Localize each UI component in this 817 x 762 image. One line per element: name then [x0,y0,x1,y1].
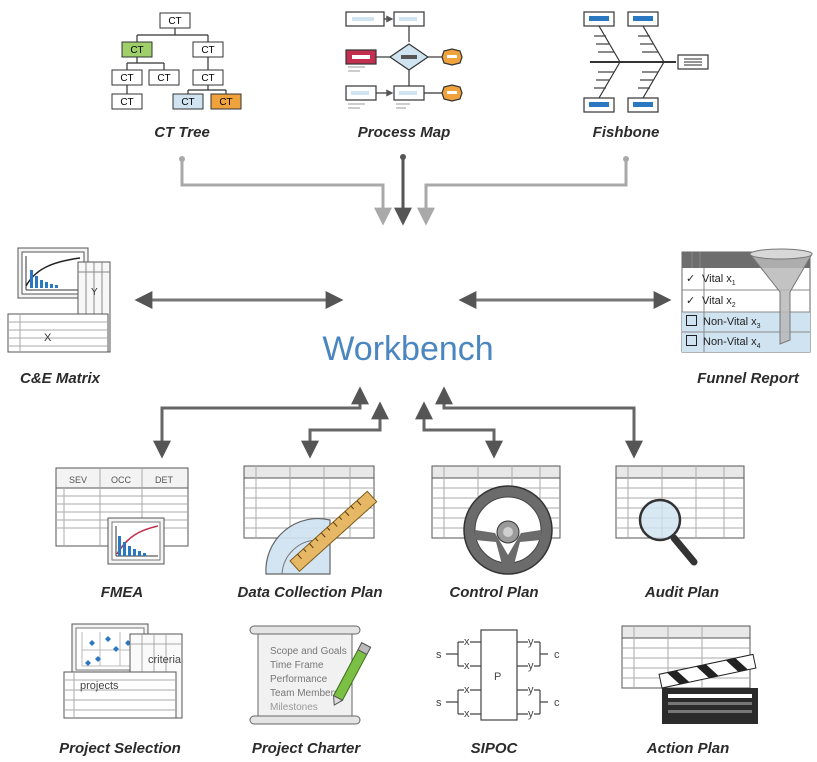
label-fmea[interactable]: FMEA [100,584,144,601]
ce-matrix-icon: Y X [7,247,111,353]
label-ct-tree[interactable]: CT Tree [154,124,210,141]
data-collection-plan-icon [243,465,378,575]
svg-text:Performance: Performance [270,674,328,685]
svg-text:Time Frame: Time Frame [270,660,324,671]
label-process-map[interactable]: Process Map [357,124,451,141]
funnel-row-1: ✓Vital x1 [686,273,736,288]
checkbox-icon [686,315,697,326]
svg-text:Milestones: Milestones [270,702,318,713]
svg-text:CT: CT [168,16,181,27]
connector-fmea [153,386,369,459]
svg-text:x: x [464,660,470,672]
svg-text:y: y [528,660,534,672]
label-funnel-report[interactable]: Funnel Report [697,370,799,387]
funnel-row-3: Non-Vital x3 [686,315,761,330]
connector-control-plan [415,401,503,459]
ct-tree-icon: CT CT CT CT CT CT CT CT CT [111,12,242,110]
fishbone-icon [583,11,709,113]
connector-fishbone [417,160,628,226]
fmea-icon: SEV OCC DET [55,467,189,565]
svg-text:P: P [494,671,501,683]
connector-data-collection [301,401,389,459]
control-plan-icon [431,465,561,575]
project-selection-icon: criteria projects [63,623,183,719]
svg-text:x: x [464,708,470,720]
svg-text:y: y [528,684,534,696]
svg-text:Y: Y [91,287,98,298]
svg-text:CT: CT [120,73,133,84]
funnel-report-rows: ✓Vital x1 ✓Vital x2 Non-Vital x3 Non-Vit… [682,268,810,352]
label-project-charter[interactable]: Project Charter [251,740,361,757]
svg-text:c: c [554,697,560,709]
process-map-icon [345,11,463,109]
label-audit-plan[interactable]: Audit Plan [644,584,720,601]
svg-text:CT: CT [157,73,170,84]
svg-text:X: X [44,332,52,344]
funnel-row-4: Non-Vital x4 [686,335,761,350]
label-sipoc[interactable]: SIPOC [470,740,518,757]
label-action-plan[interactable]: Action Plan [646,740,730,757]
svg-text:y: y [528,636,534,648]
sipoc-icon: P s s x x x x y y y y c c [436,629,560,721]
svg-text:x: x [464,684,470,696]
svg-text:criteria: criteria [148,654,182,666]
checkbox-icon [686,335,697,346]
label-project-selection[interactable]: Project Selection [59,740,181,757]
project-charter-icon: Scope and Goals Time Frame Performance T… [249,625,372,725]
svg-text:y: y [528,708,534,720]
svg-text:projects: projects [80,680,119,692]
connector-ct-tree [180,160,392,226]
svg-text:CT: CT [181,97,194,108]
svg-text:Team Members: Team Members [270,688,339,699]
svg-text:x: x [464,636,470,648]
svg-text:s: s [436,649,442,661]
svg-text:c: c [554,649,560,661]
check-icon: ✓ [686,273,696,285]
label-ce-matrix[interactable]: C&E Matrix [19,370,101,387]
action-plan-icon [621,625,758,724]
svg-text:s: s [436,697,442,709]
check-icon: ✓ [686,295,696,307]
label-control-plan[interactable]: Control Plan [449,584,539,601]
svg-text:CT: CT [120,97,133,108]
svg-text:Scope and Goals: Scope and Goals [270,646,347,657]
svg-text:SEV: SEV [69,475,87,485]
label-fishbone[interactable]: Fishbone [592,124,660,141]
label-data-collection-plan[interactable]: Data Collection Plan [237,584,383,601]
connector-audit-plan [435,386,643,459]
svg-text:DET: DET [155,475,174,485]
funnel-row-2: ✓Vital x2 [686,295,736,310]
audit-plan-icon [615,465,745,566]
connectors [134,154,672,459]
svg-text:CT: CT [130,45,143,56]
workbench-title: Workbench [322,330,494,368]
svg-text:CT: CT [201,73,214,84]
svg-text:CT: CT [201,45,214,56]
svg-text:CT: CT [219,97,232,108]
svg-text:OCC: OCC [111,475,132,485]
